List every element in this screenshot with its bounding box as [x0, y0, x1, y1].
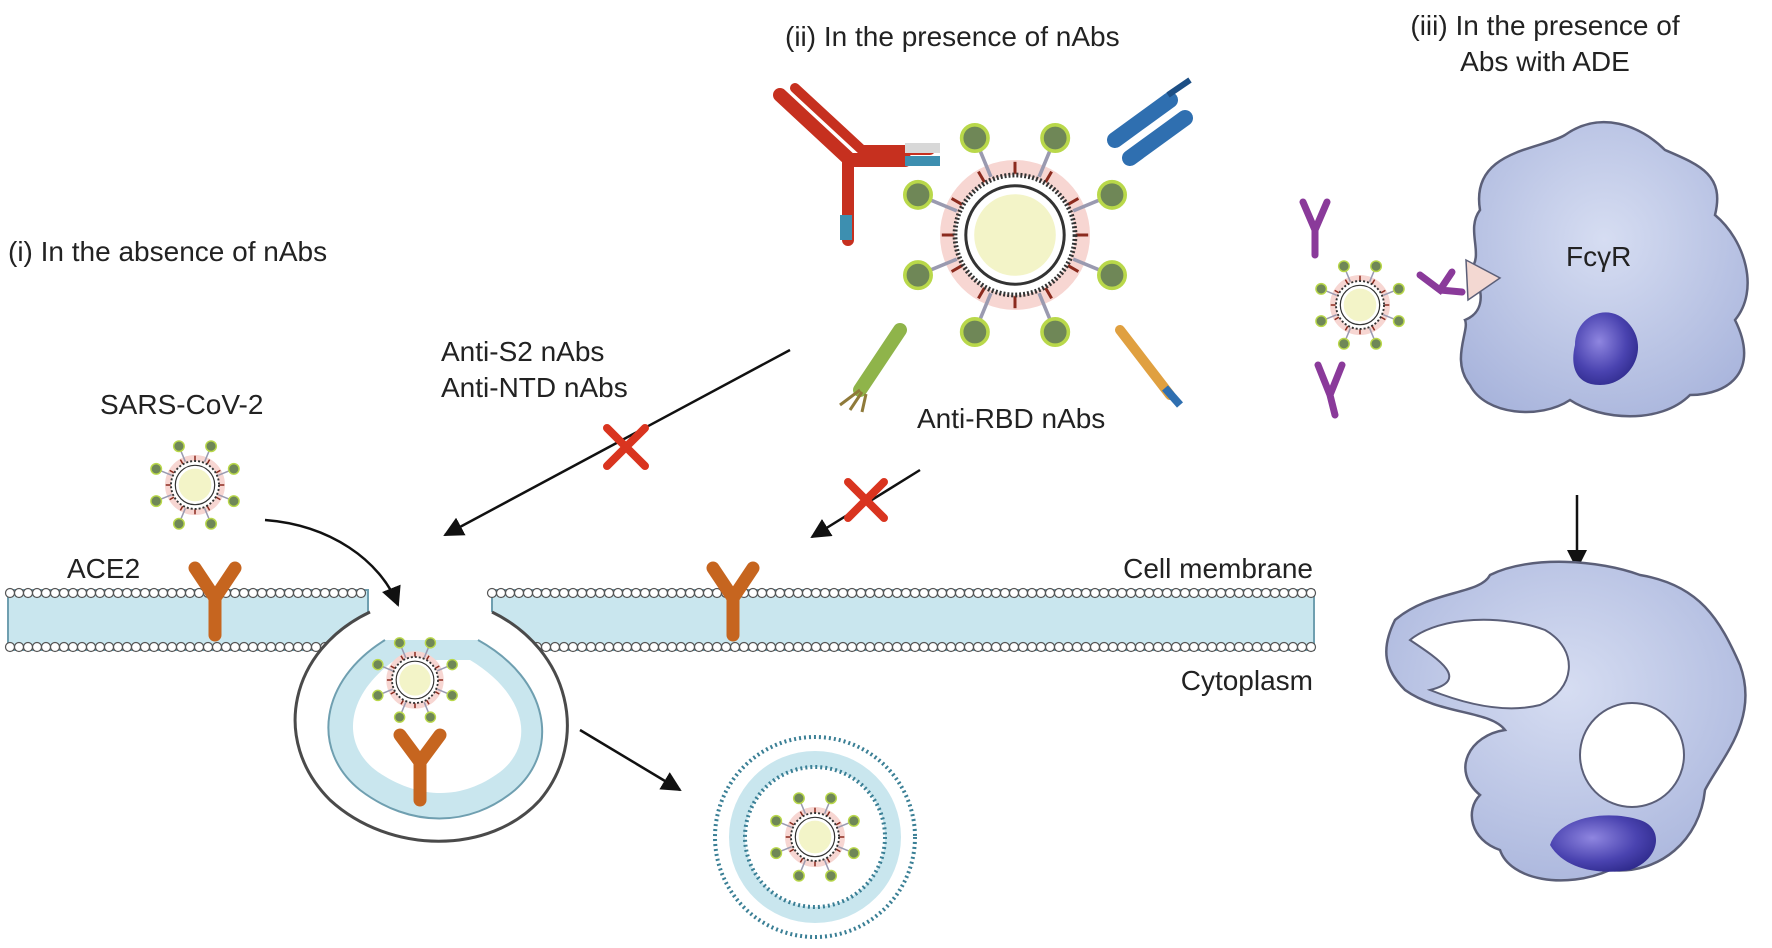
- membrane-band-right: [491, 589, 1315, 651]
- ace2-receptors: [188, 561, 760, 807]
- block-mark-s2: [603, 424, 649, 470]
- virion-free-sars-cov-2: [150, 440, 240, 530]
- membrane-band-left: [7, 589, 369, 651]
- panel-title-ade-line1: (iii) In the presence of: [1410, 10, 1680, 41]
- lipid-heads-bottom: [4, 641, 1317, 653]
- panel-title-presence: (ii) In the presence of nAbs: [785, 21, 1120, 52]
- macrophage-body-top: [1459, 120, 1749, 418]
- ace2-receptor-pit: [393, 728, 447, 807]
- block-mark-rbd: [844, 478, 888, 522]
- label-anti-s2: Anti-S2 nAbs: [441, 336, 605, 367]
- label-anti-ntd: Anti-NTD nAbs: [441, 372, 628, 403]
- label-ace2: ACE2: [67, 553, 141, 584]
- macrophage-engulf-pocket: [1408, 618, 1570, 710]
- lipid-heads-top: [4, 587, 1317, 599]
- macrophage-bottom: [1385, 560, 1747, 882]
- virions: [150, 122, 1674, 882]
- endocytic-pit: [293, 610, 569, 843]
- virion-in-pit: [372, 637, 458, 723]
- panel-title-ade-line2: Abs with ADE: [1460, 46, 1630, 77]
- antibody-orange-lower-right: [1115, 325, 1183, 408]
- macrophage-nucleus-top: [1573, 312, 1639, 385]
- macrophage-top: [1459, 120, 1749, 418]
- arrow-virus-to-pit: [264, 518, 401, 607]
- virion-large-center: [902, 122, 1128, 348]
- ace2-receptor-left: [188, 561, 242, 642]
- label-fc-receptor: FcγR: [1566, 241, 1632, 272]
- antibody-anti-rbd-blue: [1107, 77, 1193, 166]
- arrow-pit-to-vesicle: [579, 728, 682, 792]
- phagosome-circle: [1579, 702, 1685, 808]
- panel-title-absence: (i) In the absence of nAbs: [8, 236, 328, 267]
- antibody-anti-s2-red: [773, 83, 940, 246]
- label-virus: SARS-CoV-2: [100, 389, 264, 420]
- virion-ade-complex: [1315, 260, 1405, 350]
- macrophage-nucleus-bottom: [1550, 815, 1657, 872]
- cell-membrane: [4, 587, 1317, 653]
- ade-antibodies-purple: [1299, 198, 1466, 419]
- label-cytoplasm: Cytoplasm: [1180, 665, 1313, 696]
- fcgr-receptor-notch: [1465, 258, 1502, 302]
- virion-in-vesicle: [770, 792, 860, 882]
- antibody-green-lower-left: [839, 323, 907, 413]
- label-anti-rbd: Anti-RBD nAbs: [917, 403, 1106, 434]
- ace2-receptor-right: [706, 561, 760, 642]
- label-cell-membrane: Cell membrane: [1123, 553, 1313, 584]
